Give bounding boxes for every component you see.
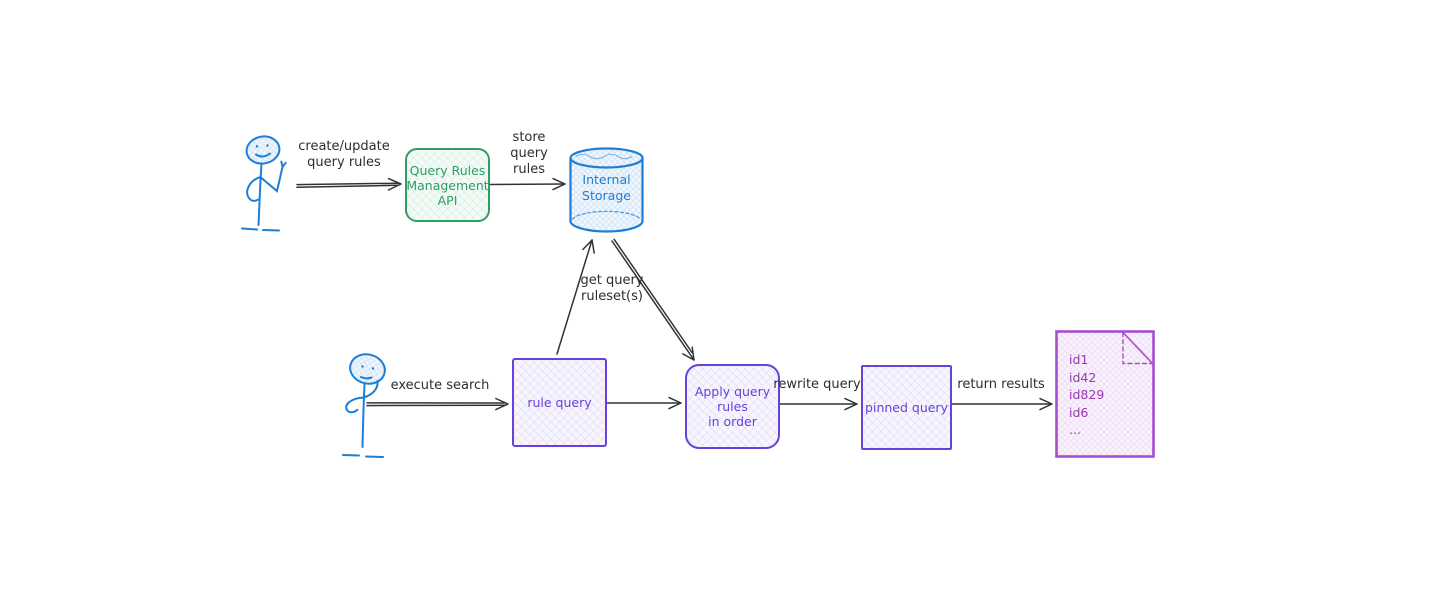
node-query-rules-management-api: Query Rules Management API <box>405 148 490 222</box>
node-label-line: rules <box>717 399 748 414</box>
edge-label-create-update: create/update query rules <box>298 139 390 170</box>
person-thinking-icon <box>342 353 386 458</box>
arrow-rule-query-to-apply <box>605 396 682 410</box>
database-cylinder-icon <box>569 147 644 233</box>
node-label-line: API <box>437 192 458 208</box>
node-apply-query-rules: Apply query rules in order <box>685 364 780 449</box>
person-waving-icon <box>241 135 287 232</box>
edge-label-execute-search: execute search <box>390 378 490 393</box>
result-id-line: ... <box>1069 422 1081 437</box>
node-label-line: Management <box>406 177 489 193</box>
edge-label-get-ruleset: get query ruleset(s) <box>580 273 644 304</box>
node-label-line: Query Rules <box>409 162 486 178</box>
node-label-line: Internal <box>582 172 631 187</box>
node-label-line: rule query <box>527 395 592 410</box>
arrow-execute-search <box>366 397 509 411</box>
edge-label-rewrite-query: rewrite query <box>773 377 861 392</box>
result-id-line: id1 <box>1069 352 1089 367</box>
results-document-ids: id1 id42 id829 id6 ... <box>1069 351 1149 439</box>
node-rule-query: rule query <box>512 358 607 447</box>
node-pinned-query: pinned query <box>861 365 952 450</box>
node-label-line: in order <box>708 414 757 429</box>
arrow-store-rules <box>488 177 566 191</box>
node-label-line: Apply query <box>694 384 771 399</box>
result-id-line: id6 <box>1069 404 1089 420</box>
node-internal-storage-label: Internal Storage <box>570 172 643 204</box>
edge-label-store-rules: store query rules <box>510 130 548 177</box>
arrow-return-results <box>949 397 1053 411</box>
arrow-get-ruleset-down <box>611 238 695 361</box>
edge-label-return-results: return results <box>957 377 1045 392</box>
arrow-create-update <box>296 177 402 191</box>
node-label-line: pinned query <box>865 400 948 415</box>
result-id-line: id829 <box>1069 387 1105 402</box>
arrow-rewrite-query <box>777 397 858 411</box>
arrow-get-ruleset-up <box>556 239 595 355</box>
node-label-line: Storage <box>582 188 631 203</box>
document-page-icon <box>1055 330 1155 458</box>
result-id-line: id42 <box>1069 369 1097 385</box>
